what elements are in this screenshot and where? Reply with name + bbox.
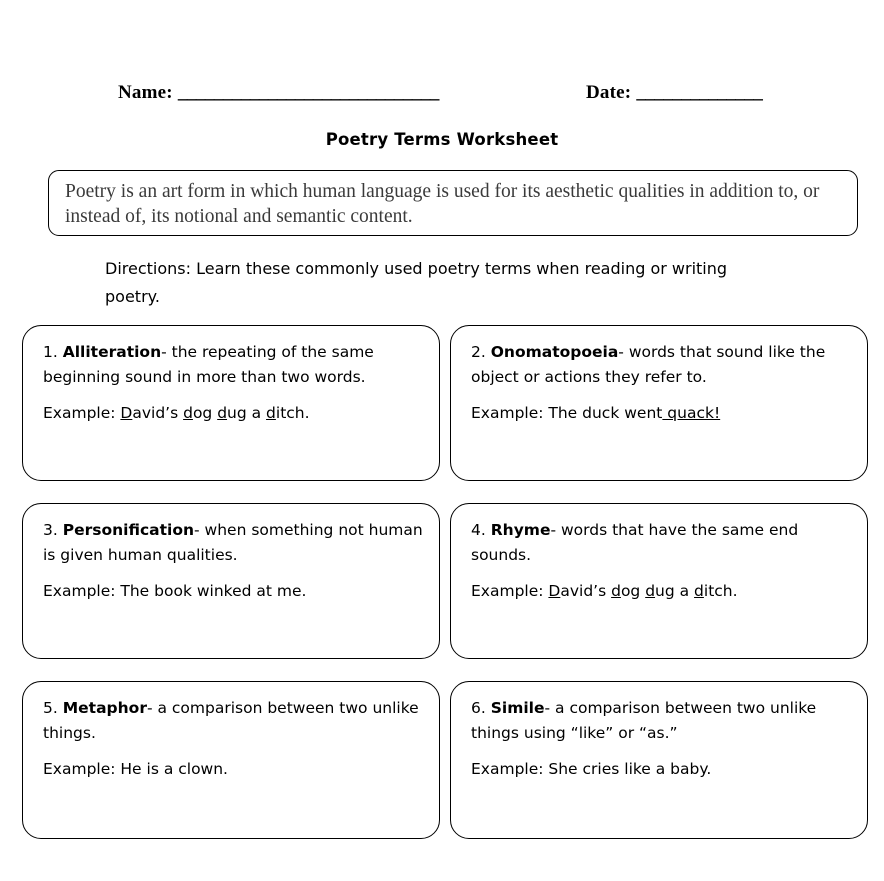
page-title: Poetry Terms Worksheet [325, 130, 559, 149]
term-row: 5. Metaphor- a comparison between two un… [22, 681, 868, 839]
term-example-parts: quack! [662, 404, 720, 422]
definition-text: Poetry is an art form in which human lan… [65, 181, 820, 227]
student-info-row: Name: _____________________________ Date… [0, 82, 884, 116]
term-name: Simile [490, 699, 545, 717]
term-definition-text: - a comparison between two unlike things… [43, 699, 419, 742]
term-example: Example: She cries like a baby. [471, 757, 851, 782]
term-example: Example: He is a clown. [43, 757, 423, 782]
term-definition-text: - words that have the same end sounds. [471, 521, 799, 564]
date-write-in-line[interactable]: ______________ [636, 82, 763, 103]
term-example: Example: The duck went quack! [471, 401, 851, 426]
term-definition-text: - the repeating of the same beginning so… [43, 343, 374, 386]
plain-text: avid’s [560, 582, 612, 600]
term-definition-text: - when something not human is given huma… [43, 521, 423, 564]
term-definition-text: - a comparison between two unlike things… [471, 699, 817, 742]
term-number: 5. [43, 699, 58, 717]
term-card-3[interactable]: 3. Personification- when something not h… [22, 503, 440, 659]
term-card-2[interactable]: 2. Onomatopoeia- words that sound like t… [450, 325, 868, 481]
term-row: 1. Alliteration- the repeating of the sa… [22, 325, 868, 481]
plain-text: itch. [275, 404, 310, 422]
underlined-text: d [217, 404, 228, 422]
term-example: Example: David’s dog dug a ditch. [471, 579, 851, 604]
plain-text: ug a [227, 404, 267, 422]
term-number: 2. [471, 343, 486, 361]
date-field-group: Date: ______________ [586, 82, 763, 104]
underlined-text: d [266, 404, 276, 422]
name-label: Name: [118, 82, 173, 103]
term-row: 3. Personification- when something not h… [22, 503, 868, 659]
plain-text: ug a [655, 582, 695, 600]
underlined-text: d [645, 582, 656, 600]
term-name: Personification [62, 521, 195, 539]
term-example-label: Example: [471, 582, 549, 600]
term-definition: 2. Onomatopoeia- words that sound like t… [471, 340, 851, 390]
term-example-parts: David’s dog dug a ditch. [548, 582, 737, 600]
term-example-parts: David’s dog dug a ditch. [120, 404, 309, 422]
underlined-text: D [548, 582, 561, 600]
date-label: Date: [586, 82, 632, 103]
name-field-group: Name: _____________________________ [118, 82, 439, 104]
term-card-1[interactable]: 1. Alliteration- the repeating of the sa… [22, 325, 440, 481]
term-definition: 4. Rhyme- words that have the same end s… [471, 518, 851, 568]
term-number: 1. [43, 343, 58, 361]
term-example-label: Example: She cries like a baby. [471, 760, 712, 778]
plain-text: avid’s [132, 404, 184, 422]
term-name: Rhyme [490, 521, 551, 539]
directions-text: Directions: Learn these commonly used po… [105, 259, 728, 306]
underlined-text: d [183, 404, 193, 422]
term-example-label: Example: The duck went [471, 404, 663, 422]
term-card-5[interactable]: 5. Metaphor- a comparison between two un… [22, 681, 440, 839]
definition-callout: Poetry is an art form in which human lan… [48, 170, 858, 236]
term-number: 4. [471, 521, 486, 539]
plain-text: itch. [703, 582, 738, 600]
term-definition: 5. Metaphor- a comparison between two un… [43, 696, 423, 746]
name-write-in-line[interactable]: _____________________________ [177, 82, 440, 103]
term-example: Example: David’s dog dug a ditch. [43, 401, 423, 426]
term-card-4[interactable]: 4. Rhyme- words that have the same end s… [450, 503, 868, 659]
term-definition-text: - words that sound like the object or ac… [471, 343, 826, 386]
underlined-text: quack! [662, 404, 721, 422]
term-definition: 1. Alliteration- the repeating of the sa… [43, 340, 423, 390]
term-number: 3. [43, 521, 58, 539]
term-name: Metaphor [62, 699, 147, 717]
term-card-6[interactable]: 6. Simile- a comparison between two unli… [450, 681, 868, 839]
underlined-text: d [694, 582, 704, 600]
underlined-text: d [611, 582, 621, 600]
term-name: Onomatopoeia [490, 343, 619, 361]
plain-text: og [620, 582, 646, 600]
term-grid: 1. Alliteration- the repeating of the sa… [22, 325, 868, 861]
term-definition: 3. Personification- when something not h… [43, 518, 423, 568]
term-example-label: Example: [43, 404, 121, 422]
term-number: 6. [471, 699, 486, 717]
term-example: Example: The book winked at me. [43, 579, 423, 604]
term-example-label: Example: He is a clown. [43, 760, 228, 778]
underlined-text: D [120, 404, 133, 422]
term-definition: 6. Simile- a comparison between two unli… [471, 696, 851, 746]
term-example-label: Example: The book winked at me. [43, 582, 307, 600]
plain-text: og [192, 404, 218, 422]
term-name: Alliteration [62, 343, 162, 361]
